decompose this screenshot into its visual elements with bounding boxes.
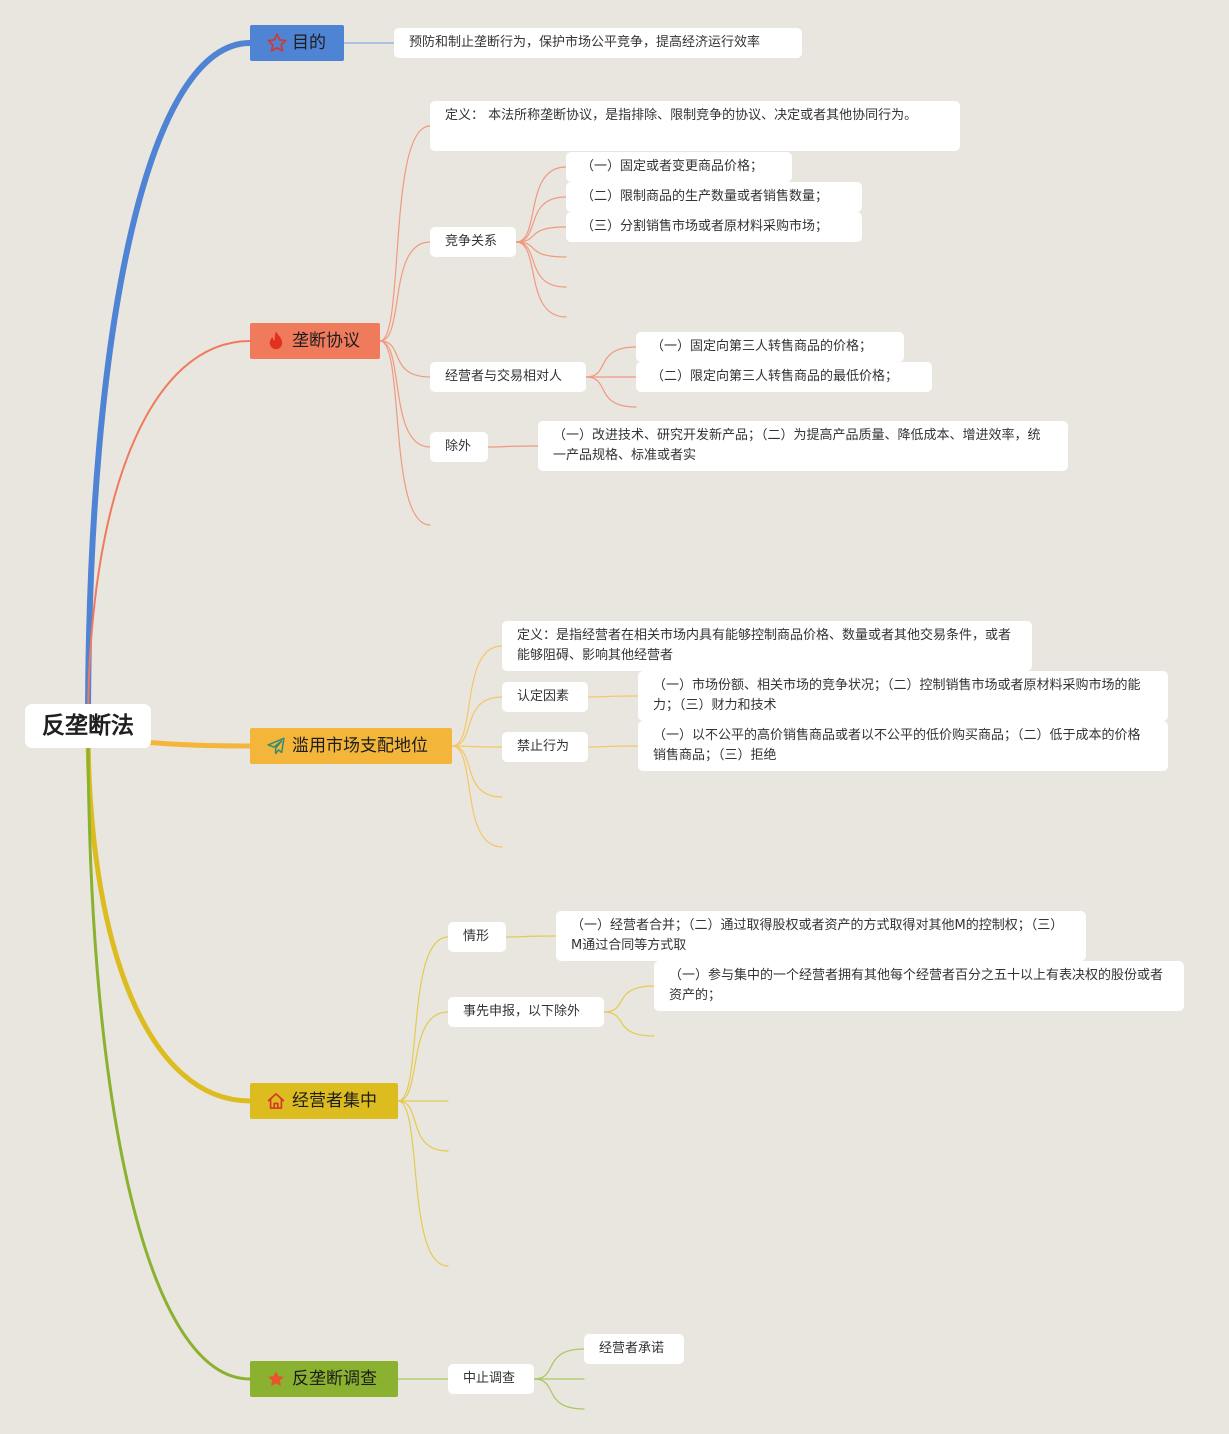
link-factors: [587, 695, 639, 698]
link-concentration-4: [397, 1100, 449, 1267]
branch-monopoly-agreement[interactable]: 垄断协议: [250, 323, 380, 359]
exemption-detail[interactable]: （一）改进技术、研究开发新产品；（二）为提高产品质量、降低成本、增进效率，统一产…: [538, 421, 1068, 471]
root-topic[interactable]: 反垄断法: [25, 704, 151, 748]
branch-purpose[interactable]: 目的: [250, 25, 344, 61]
competitive-item-2[interactable]: （二）限制商品的生产数量或者销售数量；: [566, 182, 862, 212]
prior-notification-detail[interactable]: （一）参与集中的一个经营者拥有其他每个经营者百分之五十以上有表决权的股份或者资产…: [654, 961, 1184, 1011]
root-link-investigation: [86, 724, 252, 1381]
root-link-agreement: [87, 340, 251, 727]
branch-label: 经营者集中: [292, 1091, 377, 1111]
prior-notification-topic[interactable]: 事先申报，以下除外: [448, 997, 604, 1027]
link-commitment-2: [533, 1378, 585, 1410]
link-dominance-1: [451, 696, 503, 747]
flame-icon: [266, 330, 292, 352]
competitive-relation-topic[interactable]: 竞争关系: [430, 227, 516, 257]
link-concentration-3: [397, 1100, 449, 1152]
link-agreement-1: [379, 241, 431, 342]
link-dominance-4: [451, 745, 503, 848]
suspend-investigation-topic[interactable]: 中止调查: [448, 1364, 534, 1394]
link-notification-0: [603, 985, 655, 1013]
link-concentration-0: [397, 936, 449, 1102]
exemption-topic[interactable]: 除外: [430, 432, 488, 462]
link-agreement-0: [379, 125, 431, 342]
link-agreement-4: [379, 340, 431, 526]
root-link-concentration: [85, 723, 253, 1104]
branch-label: 垄断协议: [292, 331, 360, 351]
agreement-definition[interactable]: 定义： 本法所称垄断协议，是指排除、限制竞争的协议、决定或者其他协同行为。: [430, 101, 960, 151]
competitive-item-3[interactable]: （三）分割销售市场或者原材料采购市场；: [566, 212, 862, 242]
counterpart-item-2[interactable]: （二）限定向第三人转售商品的最低价格；: [636, 362, 932, 392]
branch-antitrust-investigation[interactable]: 反垄断调查: [250, 1361, 398, 1397]
link-agreement-3: [379, 340, 431, 448]
competitive-item-1[interactable]: （一）固定或者变更商品价格；: [566, 152, 792, 182]
star-outline-icon: [266, 32, 292, 54]
link-exemption: [487, 445, 539, 448]
link-competitive-2: [515, 226, 567, 243]
link-notification-1: [603, 1011, 655, 1037]
link-agreement-2: [379, 340, 431, 378]
paper-plane-icon: [266, 735, 292, 757]
link-counterpart-0: [585, 346, 637, 378]
purpose-text[interactable]: 预防和制止垄断行为，保护市场公平竞争，提高经济运行效率: [394, 28, 802, 58]
link-dominance-2: [451, 745, 503, 748]
prohibited-acts-topic[interactable]: 禁止行为: [502, 732, 588, 762]
determining-factors-topic[interactable]: 认定因素: [502, 682, 588, 712]
branch-label: 目的: [292, 33, 326, 53]
determining-factors-detail[interactable]: （一）市场份额、相关市场的竞争状况；（二）控制销售市场或者原材料采购市场的能力；…: [638, 671, 1168, 721]
link-competitive-0: [515, 166, 567, 243]
branch-dominant-position-abuse[interactable]: 滥用市场支配地位: [250, 728, 452, 764]
link-dominance-3: [451, 745, 503, 798]
star-filled-icon: [266, 1368, 292, 1390]
branch-label: 滥用市场支配地位: [292, 736, 428, 756]
link-competitive-5: [515, 241, 567, 318]
root-link-purpose: [85, 40, 253, 729]
link-situations: [505, 935, 557, 938]
trade-counterpart-topic[interactable]: 经营者与交易相对人: [430, 362, 586, 392]
link-competitive-3: [515, 241, 567, 258]
situations-detail[interactable]: （一）经营者合并；（二）通过取得股权或者资产的方式取得对其他M的控制权；（三）M…: [556, 911, 1086, 961]
link-dominance-0: [451, 645, 503, 747]
dominance-definition[interactable]: 定义：是指经营者在相关市场内具有能够控制商品价格、数量或者其他交易条件，或者能够…: [502, 621, 1032, 671]
house-icon: [266, 1090, 292, 1112]
prohibited-acts-detail[interactable]: （一）以不公平的高价销售商品或者以不公平的低价购买商品；（二）低于成本的价格销售…: [638, 721, 1168, 771]
link-concentration-1: [397, 1011, 449, 1102]
link-competitive-4: [515, 241, 567, 288]
counterpart-item-1[interactable]: （一）固定向第三人转售商品的价格；: [636, 332, 904, 362]
situations-topic[interactable]: 情形: [448, 922, 506, 952]
operator-commitment[interactable]: 经营者承诺: [584, 1334, 684, 1364]
link-commitment-0: [533, 1348, 585, 1380]
link-prohibited: [587, 745, 639, 748]
branch-label: 反垄断调查: [292, 1369, 377, 1389]
branch-business-concentration[interactable]: 经营者集中: [250, 1083, 398, 1119]
link-competitive-1: [515, 196, 567, 243]
link-counterpart-2: [585, 376, 637, 408]
